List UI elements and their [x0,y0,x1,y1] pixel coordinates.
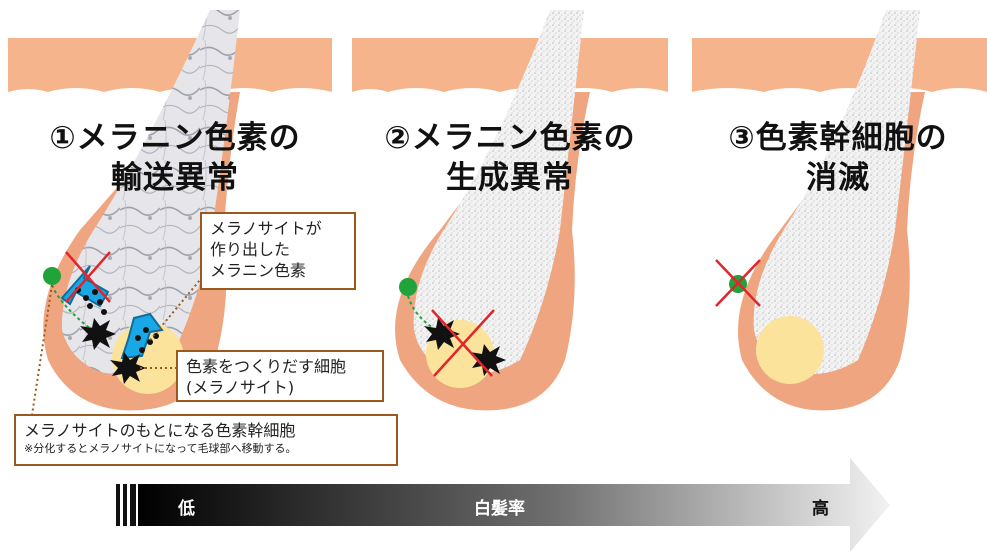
transport-arrow-icon [60,265,110,308]
panel-3-title-line2: 消滅 [806,160,870,196]
cross-mark-icon [65,251,111,303]
panel-2-follicle [352,10,668,411]
panel-2-title-line1: ②メラニン色素の [384,120,636,156]
burst-icon [470,344,506,376]
panel-1-stem-cell [43,267,61,285]
cross-mark-icon [431,309,495,377]
panel-1-migration-path [51,284,93,331]
melanin-callout: メラノサイトが 作り出した メラニン色素 [200,212,356,290]
panel-2-stem-cell [399,278,417,296]
panel-2-title: ②メラニン色素の 生成異常 [345,118,675,198]
melanocyte-callout-line2: (メラノサイト) [186,378,295,397]
panel-3-follicle [692,10,987,411]
panel-1-title-line2: 輸送異常 [111,160,239,196]
scale-title-label: 白髪率 [474,499,525,519]
melanin-callout-line1: メラノサイトが [210,219,322,238]
melanocyte-callout-line1: 色素をつくりだす細胞 [186,357,347,376]
burst-icon [110,352,146,384]
panel-1-title: ①メラニン色素の 輸送異常 [10,118,340,198]
scale-bars [116,484,136,526]
burst-icon [80,318,116,350]
stem-cell-callout-title: メラノサイトのもとになる色素幹細胞 [24,421,296,440]
panel-1-title-line1: ①メラニン色素の [49,120,301,156]
scale-low-label: 低 [178,499,195,519]
burst-icon [424,318,460,350]
melanocyte-callout: 色素をつくりだす細胞 (メラノサイト) [176,350,384,402]
cross-mark-icon [715,259,761,307]
scale-arrow [138,458,890,552]
panel-2-title-line2: 生成異常 [446,160,574,196]
scale-high-label: 高 [812,499,829,519]
melanin-callout-line2: 作り出した [210,240,291,259]
panel-3-title: ③色素幹細胞の 消滅 [673,118,987,198]
stem-cell-callout: メラノサイトのもとになる色素幹細胞 ※分化するとメラノサイトになって毛球部へ移動… [14,414,398,466]
panel-3-title-line1: ③色素幹細胞の [728,120,948,156]
panel-1-leader-lines [31,279,201,416]
stem-cell-callout-note: ※分化するとメラノサイトになって毛球部へ移動する。 [24,442,297,455]
melanin-callout-line3: メラニン色素 [210,261,307,280]
